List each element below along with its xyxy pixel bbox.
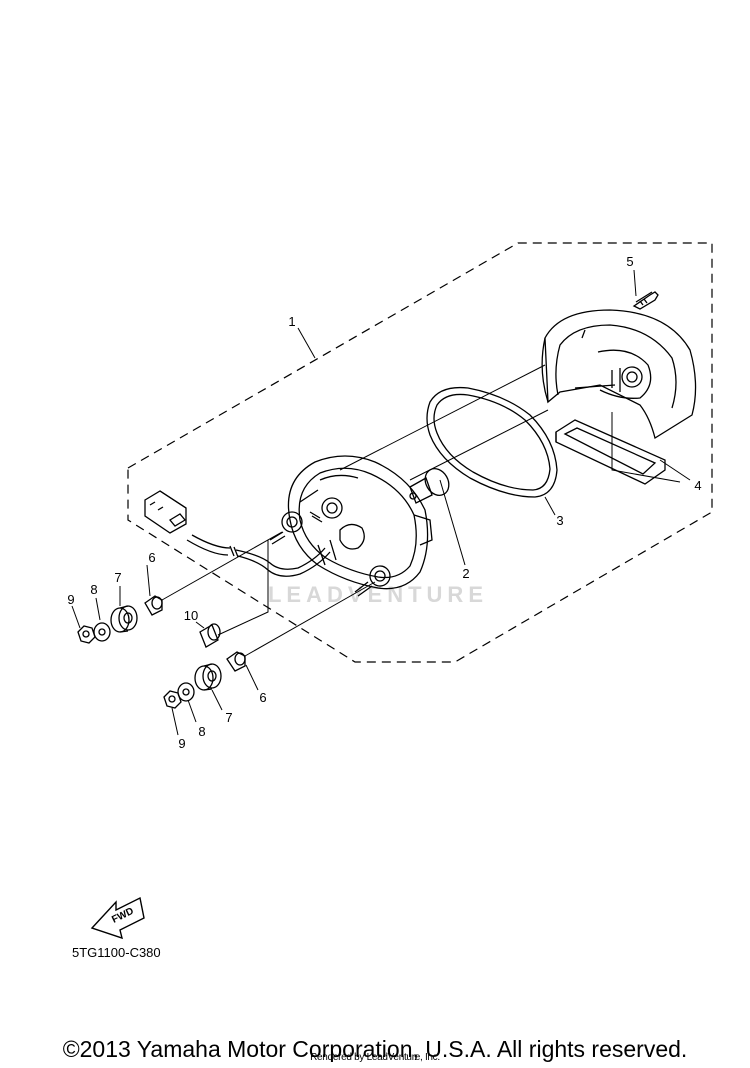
leader-lines — [71, 269, 691, 736]
copyright-notice: ©2013 Yamaha Motor Corporation, U.S.A. A… — [62, 1036, 688, 1062]
callout-5: 5 — [626, 254, 633, 269]
fwd-arrow-icon — [90, 896, 145, 940]
callout-10: 10 — [184, 608, 198, 623]
callout-8-right: 8 — [198, 724, 205, 739]
watermark: LEADVENTURE — [268, 582, 488, 607]
callout-4: 4 — [694, 478, 701, 493]
rendered-by-notice: Rendered by LeadVenture, Inc. — [310, 1052, 440, 1063]
callout-3: 3 — [556, 513, 563, 528]
spacer — [199, 623, 221, 648]
wiring-harness — [144, 490, 331, 577]
callout-7-left: 7 — [114, 570, 121, 585]
callout-6-left: 6 — [148, 550, 155, 565]
callout-2: 2 — [462, 566, 469, 581]
screw — [632, 291, 659, 310]
light-housing — [269, 455, 433, 597]
callout-6-right: 6 — [259, 690, 266, 705]
callout-1: 1 — [288, 314, 295, 329]
callout-9-left: 9 — [67, 592, 74, 607]
right-hardware — [163, 651, 246, 709]
callout-7-right: 7 — [225, 710, 232, 725]
lens-cover — [541, 309, 697, 440]
bulb — [409, 468, 450, 504]
diagram-code: 5TG1100-C380 — [72, 945, 161, 960]
fwd-arrow: FWD — [90, 896, 145, 940]
left-hardware — [77, 595, 163, 644]
callout-8-left: 8 — [90, 582, 97, 597]
assembly-boundary — [127, 242, 713, 663]
callout-9-right: 9 — [178, 736, 185, 751]
callout-labels: 1 2 3 4 5 6 6 7 7 8 8 9 9 10 — [67, 254, 701, 751]
gasket — [426, 386, 558, 498]
lower-lens — [555, 419, 666, 485]
watermark-text: LEADVENTURE — [268, 582, 488, 607]
